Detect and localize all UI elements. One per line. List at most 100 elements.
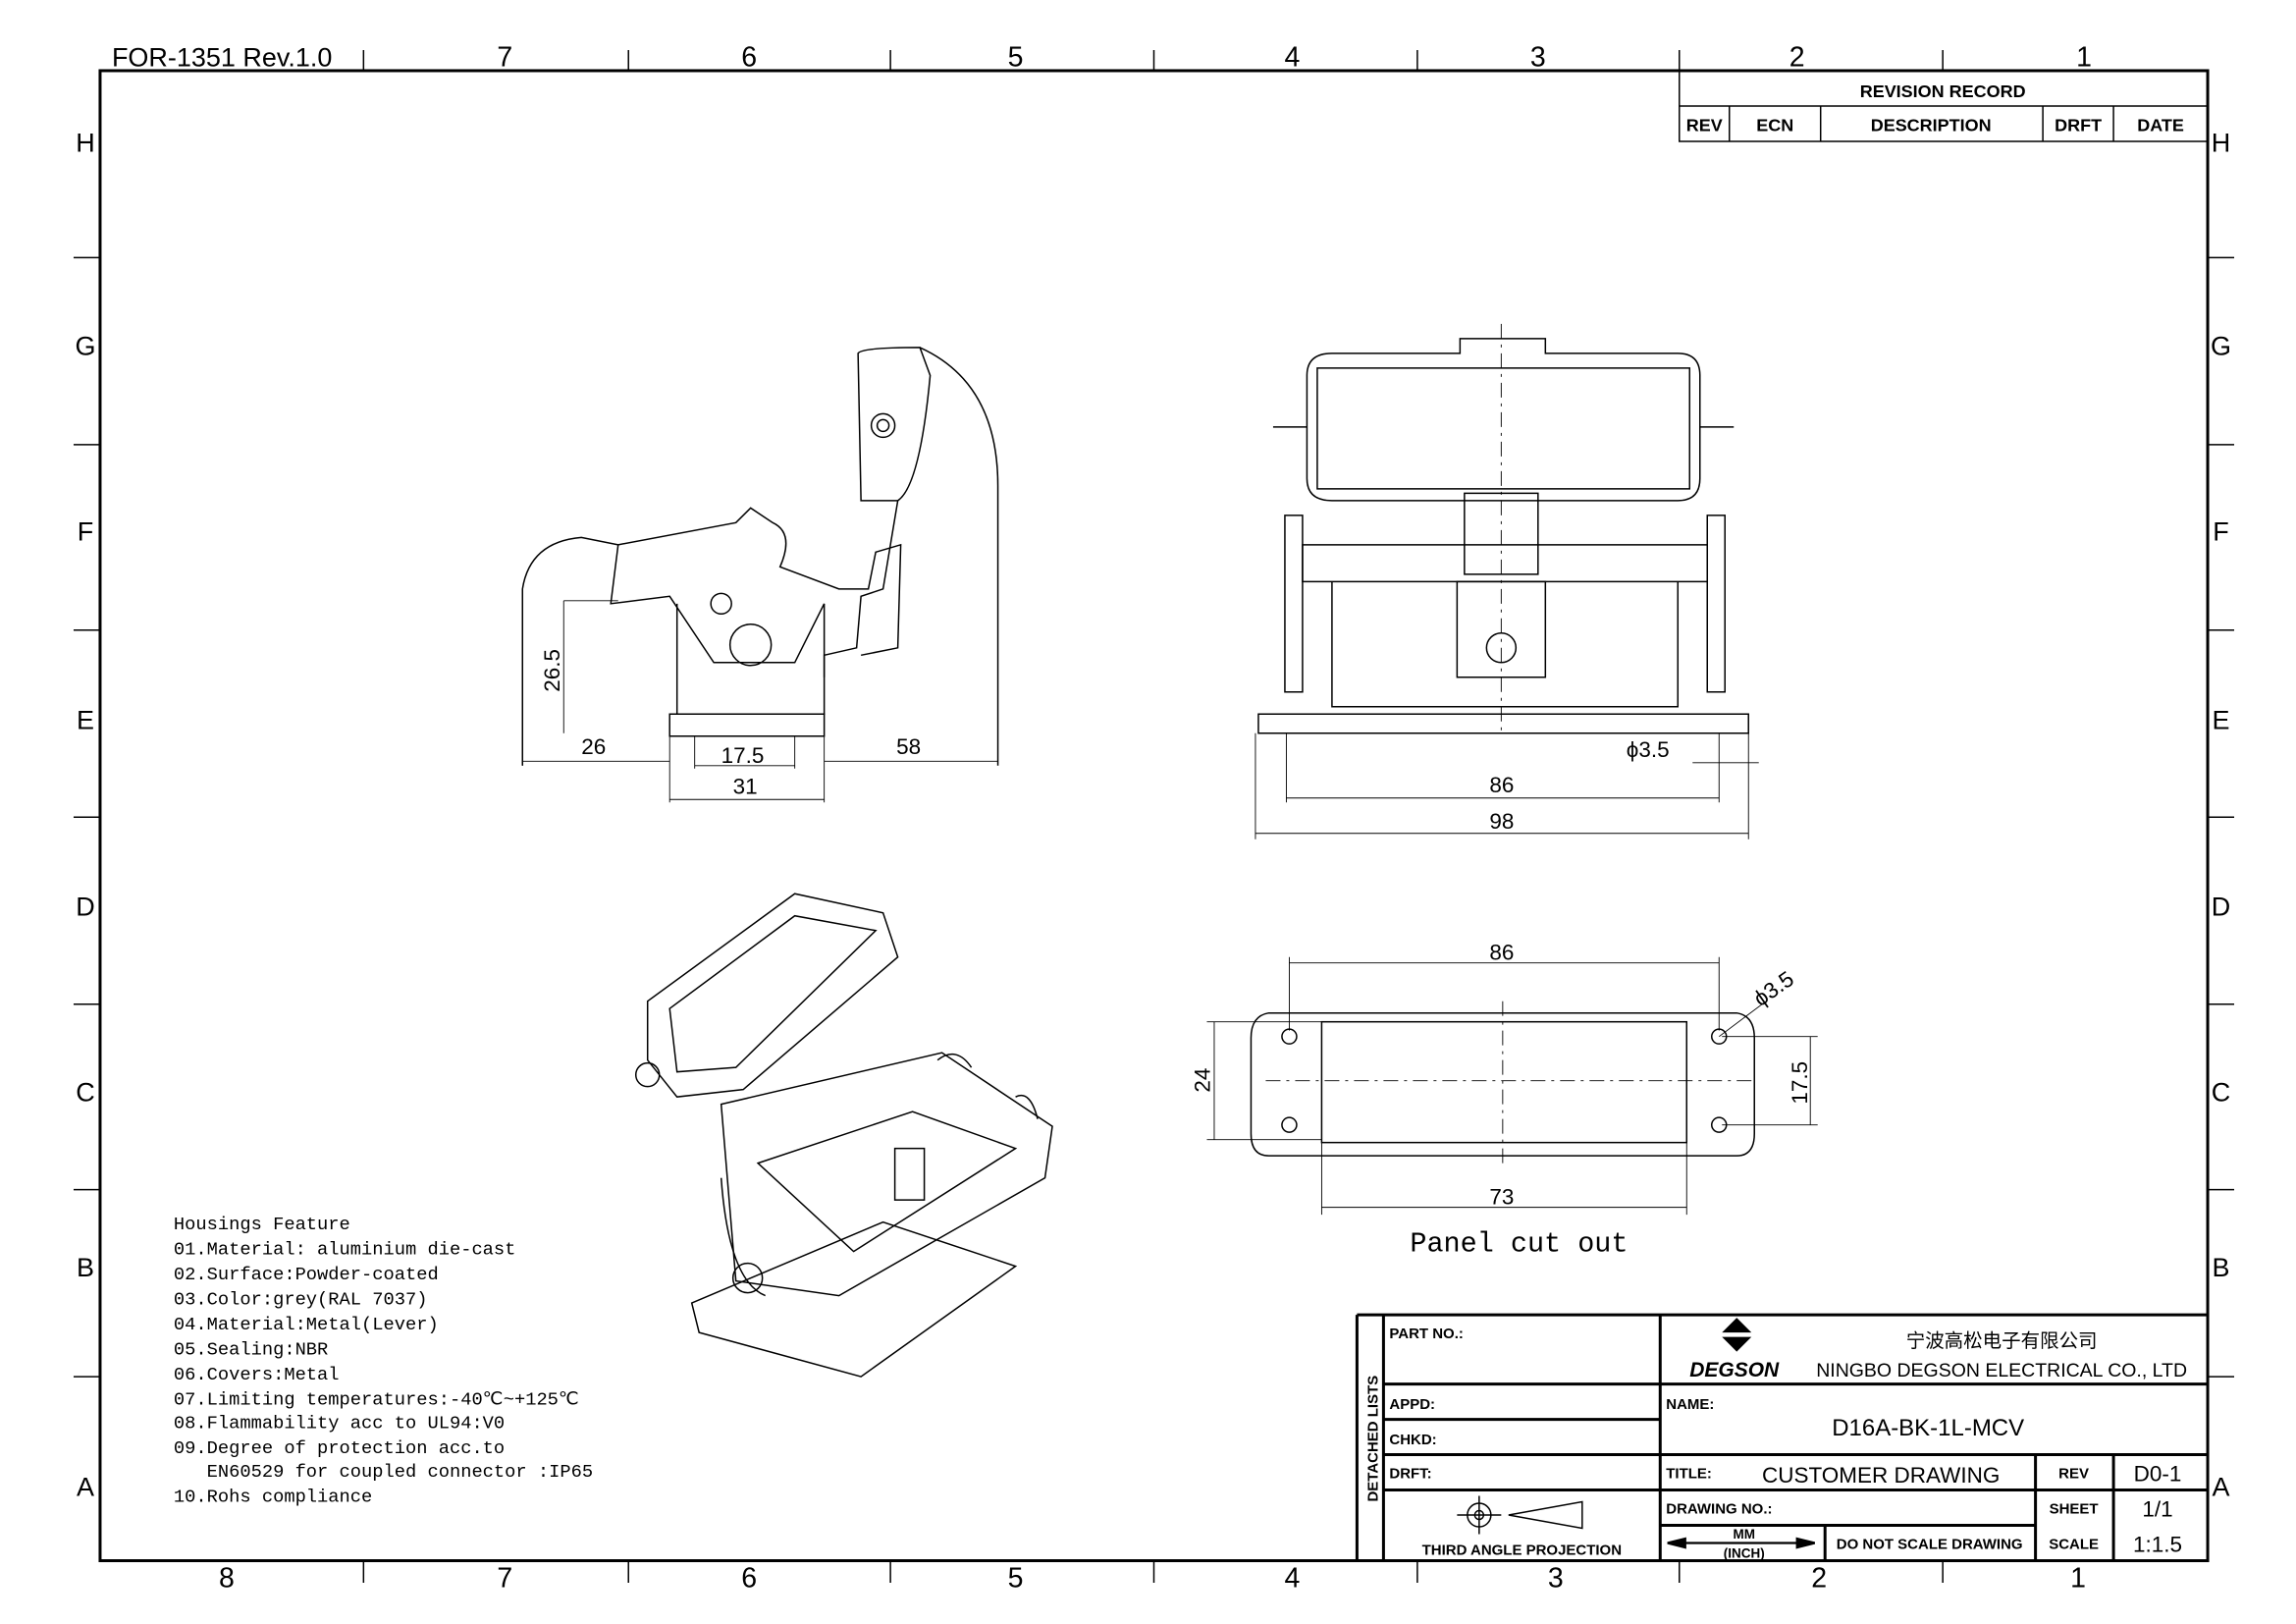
row-labels-right: H G F E D C B A: [2211, 128, 2231, 1501]
side-view-drawing: 26.5 26 17.5 31 58: [521, 347, 999, 803]
column-labels-top: 7 6 5 4 3 2 1: [497, 41, 2092, 73]
dim-height: 26.5: [540, 649, 564, 692]
revision-header: DRFT: [2055, 115, 2102, 135]
projection-label: THIRD ANGLE PROJECTION: [1422, 1543, 1622, 1559]
dim-cutout-pitch-y: 17.5: [1788, 1061, 1812, 1105]
col-label: 6: [741, 1563, 757, 1595]
row-label: F: [2213, 516, 2228, 546]
dim-hole-dia: ϕ3.5: [1627, 737, 1670, 762]
note-item: 05.Sealing:NBR: [174, 1339, 328, 1361]
dim-cutout-pitch-x: 86: [1489, 941, 1514, 965]
notes-title: Housings Feature: [174, 1214, 350, 1235]
col-label: 3: [1530, 41, 1546, 73]
drft-label: DRFT:: [1389, 1466, 1431, 1483]
col-label: 4: [1285, 1563, 1301, 1595]
revision-header: DATE: [2137, 115, 2184, 135]
dim-cutout-height: 24: [1190, 1068, 1214, 1093]
row-label: E: [2213, 705, 2230, 734]
company-name-en: NINGBO DEGSON ELECTRICAL CO., LTD: [1816, 1360, 2187, 1381]
dim-cutout-hole-dia: ϕ3.5: [1749, 966, 1798, 1011]
third-angle-projection-icon: [1457, 1495, 1583, 1535]
note-item: 06.Covers:Metal: [174, 1364, 340, 1385]
row-label: H: [2212, 128, 2230, 157]
units-mm: MM: [1734, 1527, 1755, 1542]
col-label: 8: [219, 1563, 235, 1595]
col-label: 3: [1548, 1563, 1564, 1595]
sheet-value: 1/1: [2142, 1497, 2172, 1522]
col-label: 2: [1811, 1563, 1827, 1595]
rev-label: REV: [2058, 1466, 2089, 1483]
title-value: CUSTOMER DRAWING: [1762, 1463, 2000, 1488]
dim-right: 58: [896, 734, 921, 759]
cutout-label: Panel cut out: [1410, 1228, 1628, 1261]
note-item: 03.Color:grey(RAL 7037): [174, 1289, 428, 1311]
col-label: 1: [2070, 1563, 2086, 1595]
row-label: A: [2213, 1473, 2230, 1502]
dim-left: 26: [581, 734, 606, 759]
front-view-drawing: 86 98 ϕ3.5: [1255, 323, 1759, 839]
row-label: C: [76, 1078, 94, 1108]
logo-text: DEGSON: [1689, 1359, 1780, 1381]
drawing-no-label: DRAWING NO.:: [1666, 1501, 1772, 1518]
revision-record-title: REVISION RECORD: [1860, 81, 2026, 101]
note-item: 07.Limiting temperatures:-40℃~+125℃: [174, 1389, 579, 1411]
zone-ticks: [73, 49, 2235, 1584]
scale-label: SCALE: [2049, 1537, 2099, 1553]
row-label: E: [77, 705, 94, 734]
company-name-cn: 宁波高松电子有限公司: [1906, 1330, 2098, 1352]
column-labels-bottom: 8 7 6 5 4 3 2 1: [219, 1563, 2086, 1595]
units-arrow-icon: [1667, 1537, 1815, 1549]
appd-label: APPD:: [1389, 1396, 1435, 1413]
col-label: 2: [1789, 41, 1805, 73]
do-not-scale-label: DO NOT SCALE DRAWING: [1837, 1537, 2023, 1553]
row-label: A: [77, 1473, 94, 1502]
dim-cutout-width: 73: [1489, 1185, 1514, 1210]
col-label: 7: [497, 1563, 512, 1595]
sheet-label: SHEET: [2050, 1501, 2099, 1518]
row-label: C: [2212, 1078, 2230, 1108]
col-label: 4: [1285, 41, 1301, 73]
revision-record-table: REVISION RECORD REV ECN DESCRIPTION DRFT…: [1679, 70, 2209, 142]
col-label: 5: [1008, 41, 1024, 73]
row-label: H: [76, 128, 94, 157]
row-label: B: [77, 1253, 94, 1282]
panel-cutout-drawing: 86 ϕ3.5 24 17.5 73 Panel cut out: [1190, 941, 1818, 1261]
dim-base: 31: [733, 774, 758, 798]
row-label: B: [2213, 1253, 2230, 1282]
units-inch: (INCH): [1724, 1546, 1765, 1561]
rev-value: D0-1: [2134, 1462, 2182, 1487]
housing-features-notes: Housings Feature 01.Material: aluminium …: [174, 1214, 593, 1507]
dim-overall: 98: [1489, 809, 1514, 834]
degson-logo: DEGSON: [1689, 1318, 1780, 1381]
dim-hole-pitch: 86: [1489, 773, 1514, 797]
revision-header: ECN: [1756, 115, 1793, 135]
isometric-view-drawing: [634, 893, 1053, 1378]
chkd-label: CHKD:: [1389, 1432, 1436, 1448]
note-item: 08.Flammability acc to UL94:V0: [174, 1413, 505, 1435]
row-labels-left: H G F E D C B A: [75, 128, 95, 1501]
note-item: 04.Material:Metal(Lever): [174, 1314, 439, 1335]
note-item: 09.Degree of protection acc.to: [174, 1437, 505, 1459]
detached-lists-label: DETACHED LISTS: [1364, 1376, 1381, 1502]
revision-header: DESCRIPTION: [1871, 115, 1992, 135]
note-item: 01.Material: aluminium die-cast: [174, 1239, 516, 1261]
title-label: TITLE:: [1666, 1466, 1712, 1483]
part-no-label: PART NO.:: [1389, 1326, 1463, 1342]
note-item: EN60529 for coupled connector :IP65: [174, 1461, 593, 1483]
col-label: 5: [1008, 1563, 1024, 1595]
row-label: D: [76, 893, 94, 922]
drawing-border: [98, 69, 2210, 1563]
col-label: 1: [2076, 41, 2092, 73]
col-label: 6: [741, 41, 757, 73]
revision-header: REV: [1686, 115, 1723, 135]
note-item: 10.Rohs compliance: [174, 1487, 372, 1508]
row-label: G: [75, 331, 95, 360]
name-label: NAME:: [1666, 1396, 1714, 1413]
part-name-value: D16A-BK-1L-MCV: [1832, 1415, 2024, 1441]
title-block: DETACHED LISTS PART NO.: APPD: CHKD: DRF…: [1355, 1313, 2209, 1561]
scale-value: 1:1.5: [2133, 1533, 2182, 1557]
note-item: 02.Surface:Powder-coated: [174, 1264, 439, 1285]
row-label: F: [78, 516, 93, 546]
row-label: G: [2211, 331, 2231, 360]
